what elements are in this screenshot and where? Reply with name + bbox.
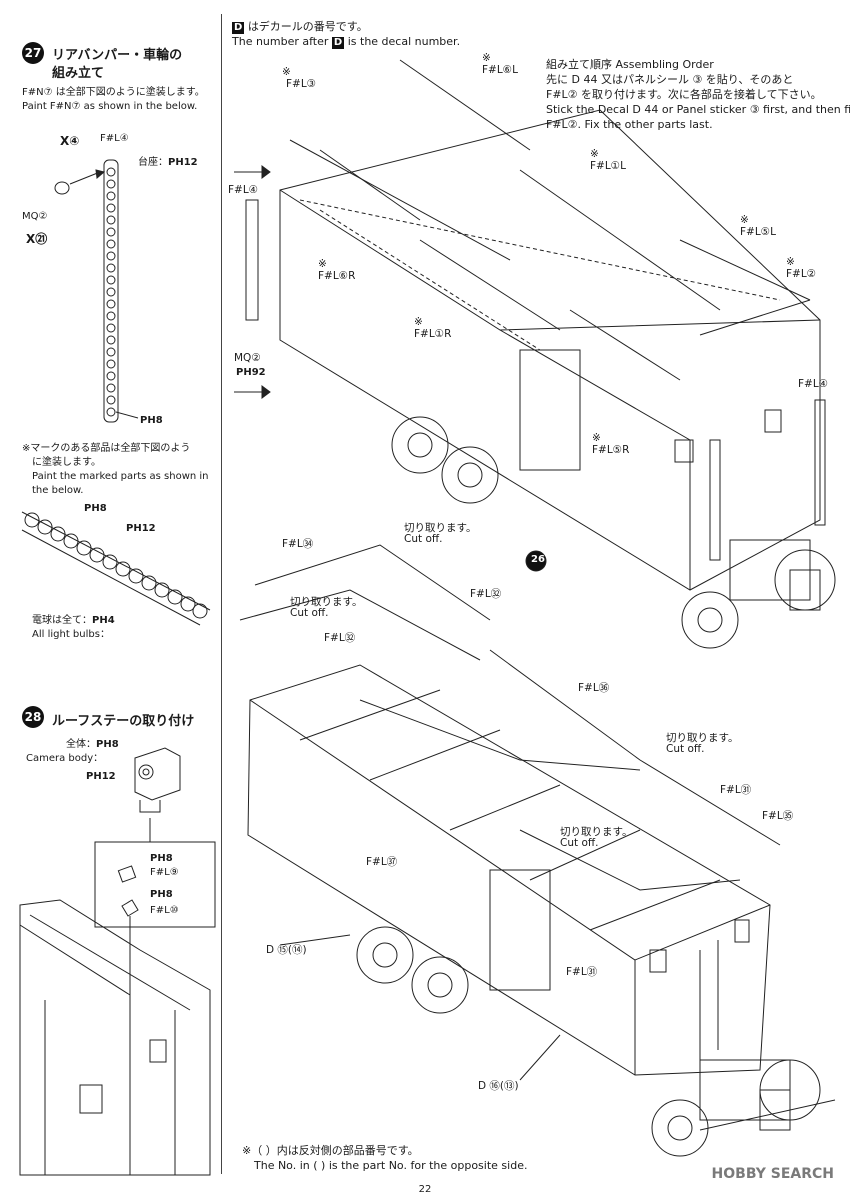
step-27-fl4: F#L④ [100,133,129,144]
marked-ph8: PH8 [84,503,107,514]
marked-ph12: PH12 [126,523,156,534]
lower-truck-drawing [239,544,836,1157]
inset-fl9: F#L⑨ [150,867,179,878]
cut-note-2-jp: 切り取ります。 [290,596,363,608]
detail-inset-box [94,841,216,928]
light-bulbs [106,167,116,417]
part-fl32-b: F#L㉜ [324,632,356,644]
cut-note-1-jp: 切り取ります。 [404,522,477,534]
marked-note-jp1: ※マークのある部品は全部下図のよう [22,443,191,454]
step-26-marker: 26 [531,554,545,565]
star-mark: ※ [318,258,327,270]
part-fl4-right: F#L④ [798,378,829,390]
part-fl37: F#L㊲ [366,856,398,868]
inset-ph8: PH8 [150,853,173,864]
camera-ph12: PH12 [86,771,116,782]
part-fl34: F#L㉞ [282,538,314,550]
paint-ph92: PH92 [236,367,266,378]
page-number: 22 [418,1184,432,1195]
step-27-title-2: 組み立て [52,66,105,81]
marked-note-jp2: に塗装します。 [32,457,101,468]
step-27-number: 27 [22,42,44,64]
step-27-ph8: PH8 [140,415,163,426]
star-mark: ※ [482,52,491,64]
part-fl6l: F#L⑥L [482,64,518,76]
cut-note-4-jp: 切り取ります。 [560,826,633,838]
step-28-title: ルーフステーの取り付け [52,714,195,729]
decal-d115: D ⑮(⑭) [266,944,307,956]
part-fl4-left: F#L④ [228,184,259,196]
roof-corner-closeup [19,899,211,1176]
part-fl3: F#L③ [286,78,317,90]
cut-note-3-jp: 切り取ります。 [666,732,739,744]
step-27-mq2: MQ② [22,211,48,222]
part-fl36: F#L㊱ [578,682,610,694]
part-mq2: MQ② [234,352,261,364]
step-27-paint-jp: F#N⑦ は全部下図のように塗装します。 [22,87,205,98]
camera-body-en: Camera body： [26,753,104,764]
part-fl1l: F#L①L [590,160,626,172]
paint-x21-mark: X㉑ [26,232,48,246]
part-fl1r: F#L①R [414,328,452,340]
light-bar-drawing [103,159,119,423]
marked-note-en1: Paint the marked parts as shown in [32,471,209,482]
watermark: HOBBY SEARCH [711,1166,834,1182]
part-fl5r: F#L⑤R [592,444,630,456]
camera-body-jp: 全体：PH8 [66,739,119,750]
inset-fl10: F#L⑩ [150,905,179,916]
part-fl32-a: F#L㉜ [470,588,502,600]
step-28-number: 28 [22,706,44,728]
star-mark: ※ [786,256,795,268]
bulbs-label-en: All light bulbs： [32,629,110,640]
mq-part-drawing [54,181,70,195]
star-mark: ※ [590,148,599,160]
order-note-3: F#L② を取り付けます。次に各部品を接着して下さい。 [546,88,822,101]
marked-note-en2: the below. [32,485,84,496]
column-divider [221,14,222,1174]
decal-note-en-post: is the decal number. [347,35,461,48]
star-mark: ※ [282,66,291,78]
star-mark: ※ [740,214,749,226]
decal-note-jp-text: はデカールの番号です。 [247,20,368,33]
step-27-paint-en: Paint F#N⑦ as shown in the below. [22,101,198,112]
part-fl35: F#L㉟ [762,810,794,822]
cut-note-4-en: Cut off. [560,837,599,849]
inset-ph8-b: PH8 [150,889,173,900]
decal-d116: D ⑯(⑬) [478,1080,519,1092]
decal-badge-en: D [331,37,345,49]
footnote-jp: ※（ ）内は反対側の部品番号です。 [242,1144,419,1157]
part-fl31-b: F#L㉛ [566,966,598,978]
decal-badge: D [232,22,245,34]
decal-note-en-pre: The number after [232,35,329,48]
bulbs-label: 電球は全て：PH4 [32,615,115,626]
upper-truck-drawing [234,59,836,649]
footnote-en: The No. in ( ) is the part No. for the o… [254,1159,528,1172]
step-27-base-label: 台座：PH12 [138,157,198,168]
part-fl31-a: F#L㉛ [720,784,752,796]
star-mark: ※ [592,432,601,444]
paint-x4-mark: X④ [60,134,80,148]
painted-bulb-strip [21,511,211,626]
star-mark: ※ [414,316,423,328]
cut-note-2-en: Cut off. [290,607,329,619]
decal-note-en: The number after D is the decal number. [232,35,460,49]
order-note-4: Stick the Decal D 44 or Panel sticker ③ … [546,103,850,116]
cut-note-3-en: Cut off. [666,743,705,755]
step-27-title: リアバンパー・車輪の [52,48,183,63]
part-fl2: F#L② [786,268,817,280]
order-note-2: 先に D 44 又はパネルシール ③ を貼り、そのあと [546,73,794,86]
order-note-5: F#L②. Fix the other parts last. [546,118,713,131]
order-note-1: 組み立て順序 Assembling Order [546,58,714,71]
camera-drawing [134,747,181,813]
part-fl5l: F#L⑤L [740,226,776,238]
part-fl6r: F#L⑥R [318,270,356,282]
decal-note-jp: D はデカールの番号です。 [232,20,368,34]
cut-note-1-en: Cut off. [404,533,443,545]
